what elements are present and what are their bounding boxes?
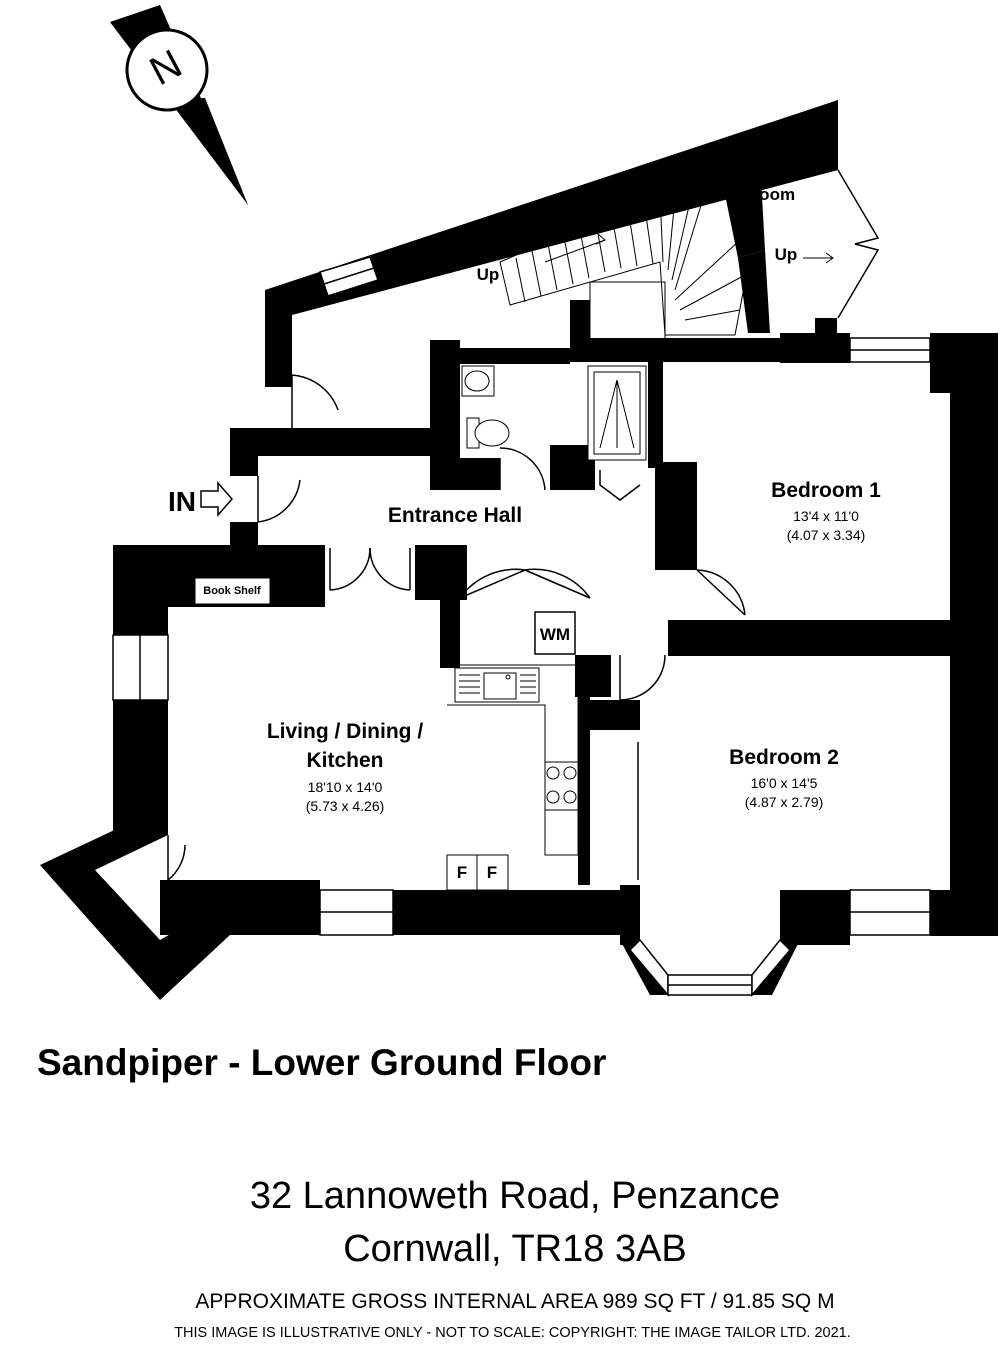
svg-text:(5.73 x 4.26): (5.73 x 4.26) <box>306 798 385 814</box>
svg-text:F: F <box>487 863 497 882</box>
plant-room-label: Plant Room <box>747 163 795 204</box>
svg-text:Bedroom 1: Bedroom 1 <box>771 479 881 502</box>
plant-room-doors <box>837 169 880 319</box>
book-shelf-label: Book Shelf <box>203 585 261 597</box>
stairs-up-label-1: Up <box>477 265 500 284</box>
svg-text:Entrance Hall: Entrance Hall <box>388 504 522 527</box>
entry-label: IN <box>168 486 196 517</box>
fridge-label-1: F <box>457 863 467 882</box>
svg-text:Up: Up <box>775 245 798 264</box>
svg-text:Up: Up <box>477 265 500 284</box>
entry-arrow-icon <box>200 481 233 517</box>
svg-text:Living / Dining /: Living / Dining / <box>267 720 423 743</box>
doors <box>167 374 746 881</box>
floor-plan: N <box>40 5 998 1000</box>
walls <box>40 100 998 1000</box>
fridge-label-2: F <box>487 863 497 882</box>
washing-machine <box>534 611 576 655</box>
bedroom2-label: Bedroom 2 16'0 x 14'5 (4.87 x 2.79) <box>729 746 839 810</box>
svg-text:(4.87 x 2.79): (4.87 x 2.79) <box>745 794 824 810</box>
entrance-hall-label: Entrance Hall <box>388 504 522 527</box>
floor-title: Sandpiper - Lower Ground Floor <box>37 1042 607 1083</box>
kitchen-counters <box>446 664 579 891</box>
windows <box>112 256 931 998</box>
stairs-up-label-2: Up <box>775 245 798 264</box>
svg-text:WM: WM <box>540 625 570 644</box>
living-kitchen-label: Living / Dining / Kitchen 18'10 x 14'0 (… <box>267 720 423 814</box>
svg-text:Plant: Plant <box>750 163 792 182</box>
washing-machine-label: WM <box>540 625 570 644</box>
svg-text:Room: Room <box>747 185 795 204</box>
address-line-2: Cornwall, TR18 3AB <box>343 1228 687 1270</box>
bedroom1-label: Bedroom 1 13'4 x 11'0 (4.07 x 3.34) <box>771 479 881 543</box>
gross-area-text: APPROXIMATE GROSS INTERNAL AREA 989 SQ F… <box>195 1290 835 1313</box>
plant-room-arrow-icon <box>803 252 834 264</box>
copyright-text: THIS IMAGE IS ILLUSTRATIVE ONLY - NOT TO… <box>174 1325 851 1341</box>
book-shelf <box>194 577 271 605</box>
address-line-1: 32 Lannoweth Road, Penzance <box>249 1175 781 1217</box>
bathroom-fixtures <box>461 365 647 461</box>
svg-text:Bedroom 2: Bedroom 2 <box>729 746 839 769</box>
svg-text:Kitchen: Kitchen <box>306 749 383 772</box>
svg-text:13'4 x 11'0: 13'4 x 11'0 <box>793 508 859 524</box>
svg-text:F: F <box>457 863 467 882</box>
svg-text:18'10 x 14'0: 18'10 x 14'0 <box>308 779 383 795</box>
north-arrow-icon: N <box>110 5 248 205</box>
svg-text:16'0 x 14'5: 16'0 x 14'5 <box>751 775 818 791</box>
svg-text:(4.07 x 3.34): (4.07 x 3.34) <box>787 527 866 543</box>
svg-text:Book Shelf: Book Shelf <box>203 585 261 597</box>
staircase <box>499 167 751 353</box>
svg-text:IN: IN <box>168 486 196 517</box>
